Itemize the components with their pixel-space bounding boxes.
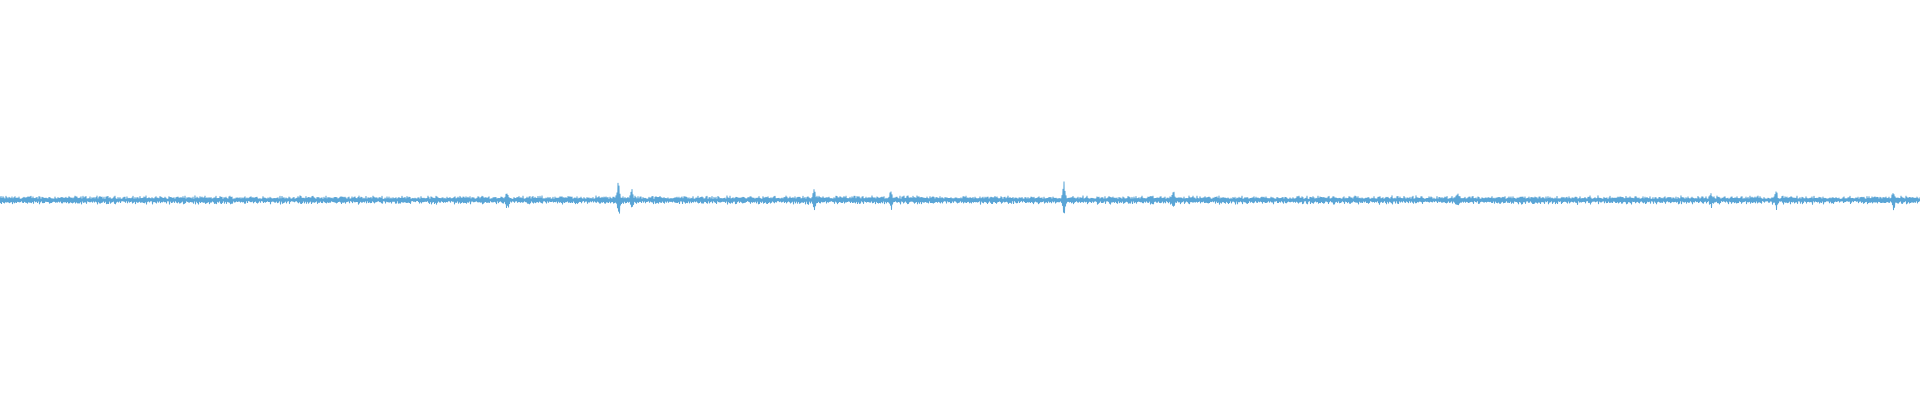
- waveform-trace: [0, 181, 1920, 214]
